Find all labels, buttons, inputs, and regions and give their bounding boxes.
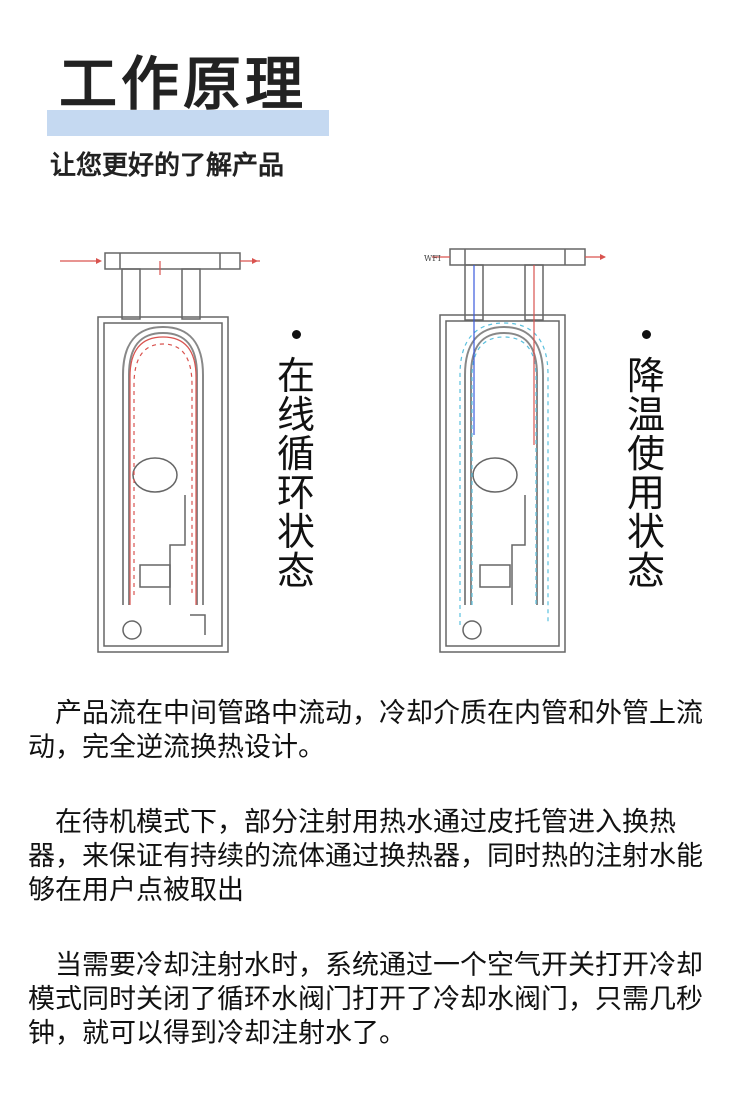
u-tube xyxy=(464,325,544,605)
valve-actuator xyxy=(479,564,511,588)
handwheel xyxy=(462,620,482,640)
cooling-label-group: 降温使用状态 xyxy=(626,330,666,591)
description-paragraph-1: 产品流在中间管路中流动，冷却介质在内管和外管上流动，完全逆流换热设计。 xyxy=(28,698,703,763)
wfi-inlet-label: WFI xyxy=(424,254,441,263)
bullet-dot xyxy=(641,330,651,339)
description-paragraph-2: 在待机模式下，部分注射用热水通过皮托管进入换热器，来保证有持续的流体通过换热器，… xyxy=(28,807,703,906)
u-tube xyxy=(122,325,204,605)
title-block: 工作原理 xyxy=(47,52,337,138)
control-valve xyxy=(132,457,178,493)
page-subtitle: 让您更好的了解产品 xyxy=(50,151,285,181)
bullet-dot xyxy=(291,330,301,339)
right-riser xyxy=(181,268,201,320)
circulation-label-group: 在线循环状态 xyxy=(276,330,316,591)
control-valve xyxy=(472,457,518,493)
cooling-state-label: 降温使用状态 xyxy=(626,354,665,593)
page-title: 工作原理 xyxy=(59,50,308,118)
description-paragraph-3: 当需要冷却注射水时，系统通过一个空气开关打开冷却模式同时关闭了循环水阀门打开了冷… xyxy=(28,950,703,1049)
cooling-diagram: WFI xyxy=(424,248,606,653)
circulation-state-label: 在线循环状态 xyxy=(276,354,315,593)
title-highlight-bar xyxy=(47,110,329,136)
handwheel xyxy=(122,620,142,640)
valve-actuator xyxy=(139,564,171,588)
circulation-diagram xyxy=(60,252,260,653)
cabinet-frame xyxy=(439,314,566,653)
cabinet-frame xyxy=(97,316,229,653)
left-riser xyxy=(121,268,141,320)
